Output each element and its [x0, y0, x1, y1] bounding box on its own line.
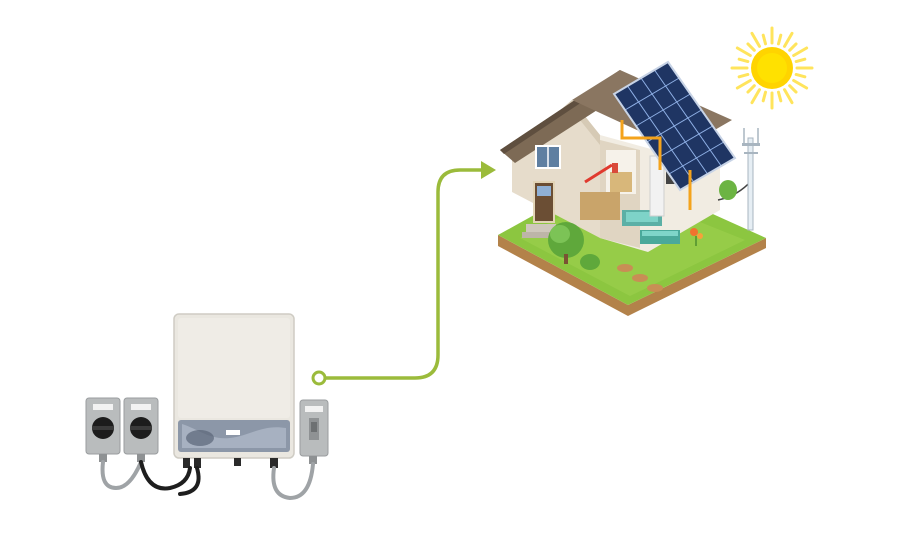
inverter-icon — [173, 313, 295, 468]
sun-ray — [776, 33, 783, 46]
flower-icon — [690, 228, 703, 246]
window-icon — [535, 145, 561, 169]
sun-ray — [761, 90, 768, 103]
sun-ray — [761, 33, 768, 46]
dc-isolator-switch-icon — [123, 397, 159, 462]
dc-isolator-switch-icon — [85, 397, 121, 462]
sun-ray — [788, 42, 798, 52]
battery-icon — [640, 230, 680, 244]
house-interior — [580, 150, 676, 226]
sun-ray — [783, 31, 794, 48]
sun-ray — [735, 46, 752, 57]
panel-grid-line — [635, 93, 691, 127]
sun-icon — [730, 26, 814, 110]
sun-ray — [788, 84, 798, 94]
sun-ray — [737, 72, 750, 79]
sun-ray — [750, 31, 761, 48]
panel-grid-line — [668, 141, 725, 175]
sun-ray — [746, 42, 756, 52]
utility-pole-icon — [742, 128, 760, 231]
sun-ray — [792, 79, 809, 90]
cable-icon — [100, 460, 315, 501]
sun-ray — [794, 72, 807, 79]
solar-panel-icon — [612, 60, 737, 192]
stepping-stones — [617, 264, 663, 292]
tree-icon — [548, 180, 737, 270]
sun-ray — [746, 84, 756, 94]
sun-ray — [737, 57, 750, 64]
ac-isolator-switch-icon — [299, 399, 329, 464]
sun-ray — [776, 90, 783, 103]
sun-ray — [794, 57, 807, 64]
sun-ray — [735, 79, 752, 90]
panel-grid-line — [657, 125, 713, 159]
sun-ray — [783, 88, 794, 105]
sun-ray — [792, 46, 809, 57]
panel-grid-line — [624, 77, 680, 111]
sun-ray — [750, 88, 761, 105]
door-icon — [533, 181, 555, 223]
connector-arrow-icon — [311, 161, 496, 386]
house-icon — [498, 60, 766, 316]
